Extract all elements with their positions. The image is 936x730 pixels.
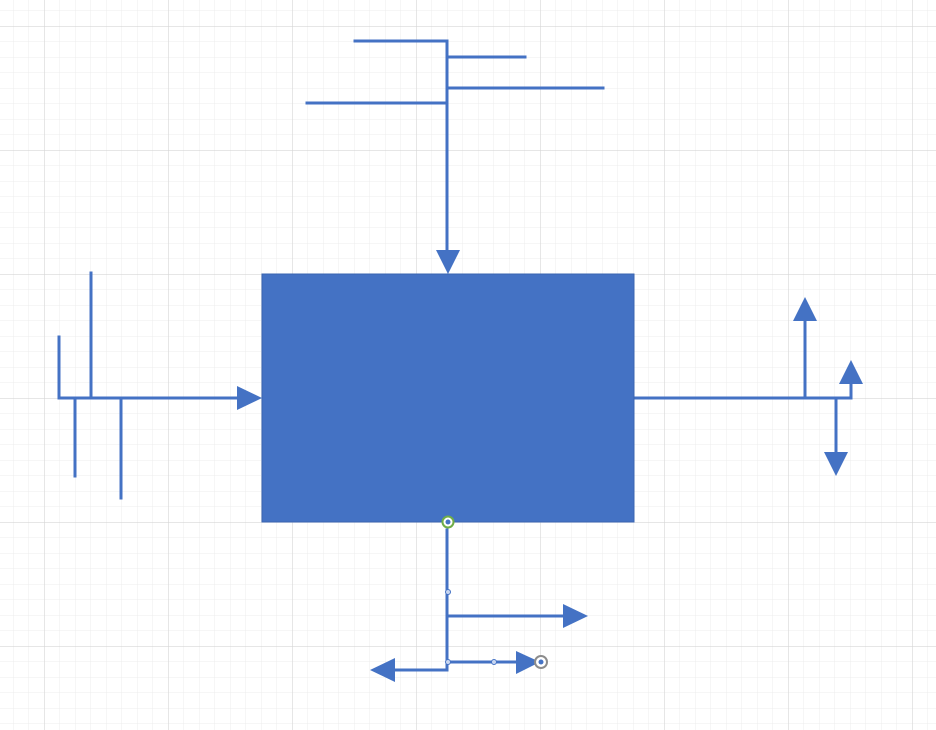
arrow-right-icon xyxy=(237,386,262,410)
arrow-up-icon xyxy=(793,297,817,321)
arrow-down-icon xyxy=(436,250,460,274)
right-connector[interactable] xyxy=(632,316,853,457)
start-handle-dot xyxy=(445,519,451,525)
top-connector[interactable] xyxy=(305,39,605,260)
arrow-left-icon xyxy=(370,658,395,682)
left-connector[interactable] xyxy=(57,271,242,500)
arrowheads xyxy=(237,250,863,682)
midpoint-handle[interactable] xyxy=(445,659,451,665)
end-handle-dot xyxy=(538,659,544,665)
arrow-down-icon xyxy=(824,452,848,476)
arrow-right-icon xyxy=(563,604,588,628)
connector-handles[interactable] xyxy=(441,515,548,669)
midpoint-handle[interactable] xyxy=(491,659,497,665)
process-rectangle[interactable] xyxy=(261,273,635,523)
bottom-connector[interactable] xyxy=(390,528,567,672)
arrow-right-icon xyxy=(516,651,540,674)
arrow-up-icon xyxy=(839,360,863,384)
midpoint-handle[interactable] xyxy=(445,589,451,595)
